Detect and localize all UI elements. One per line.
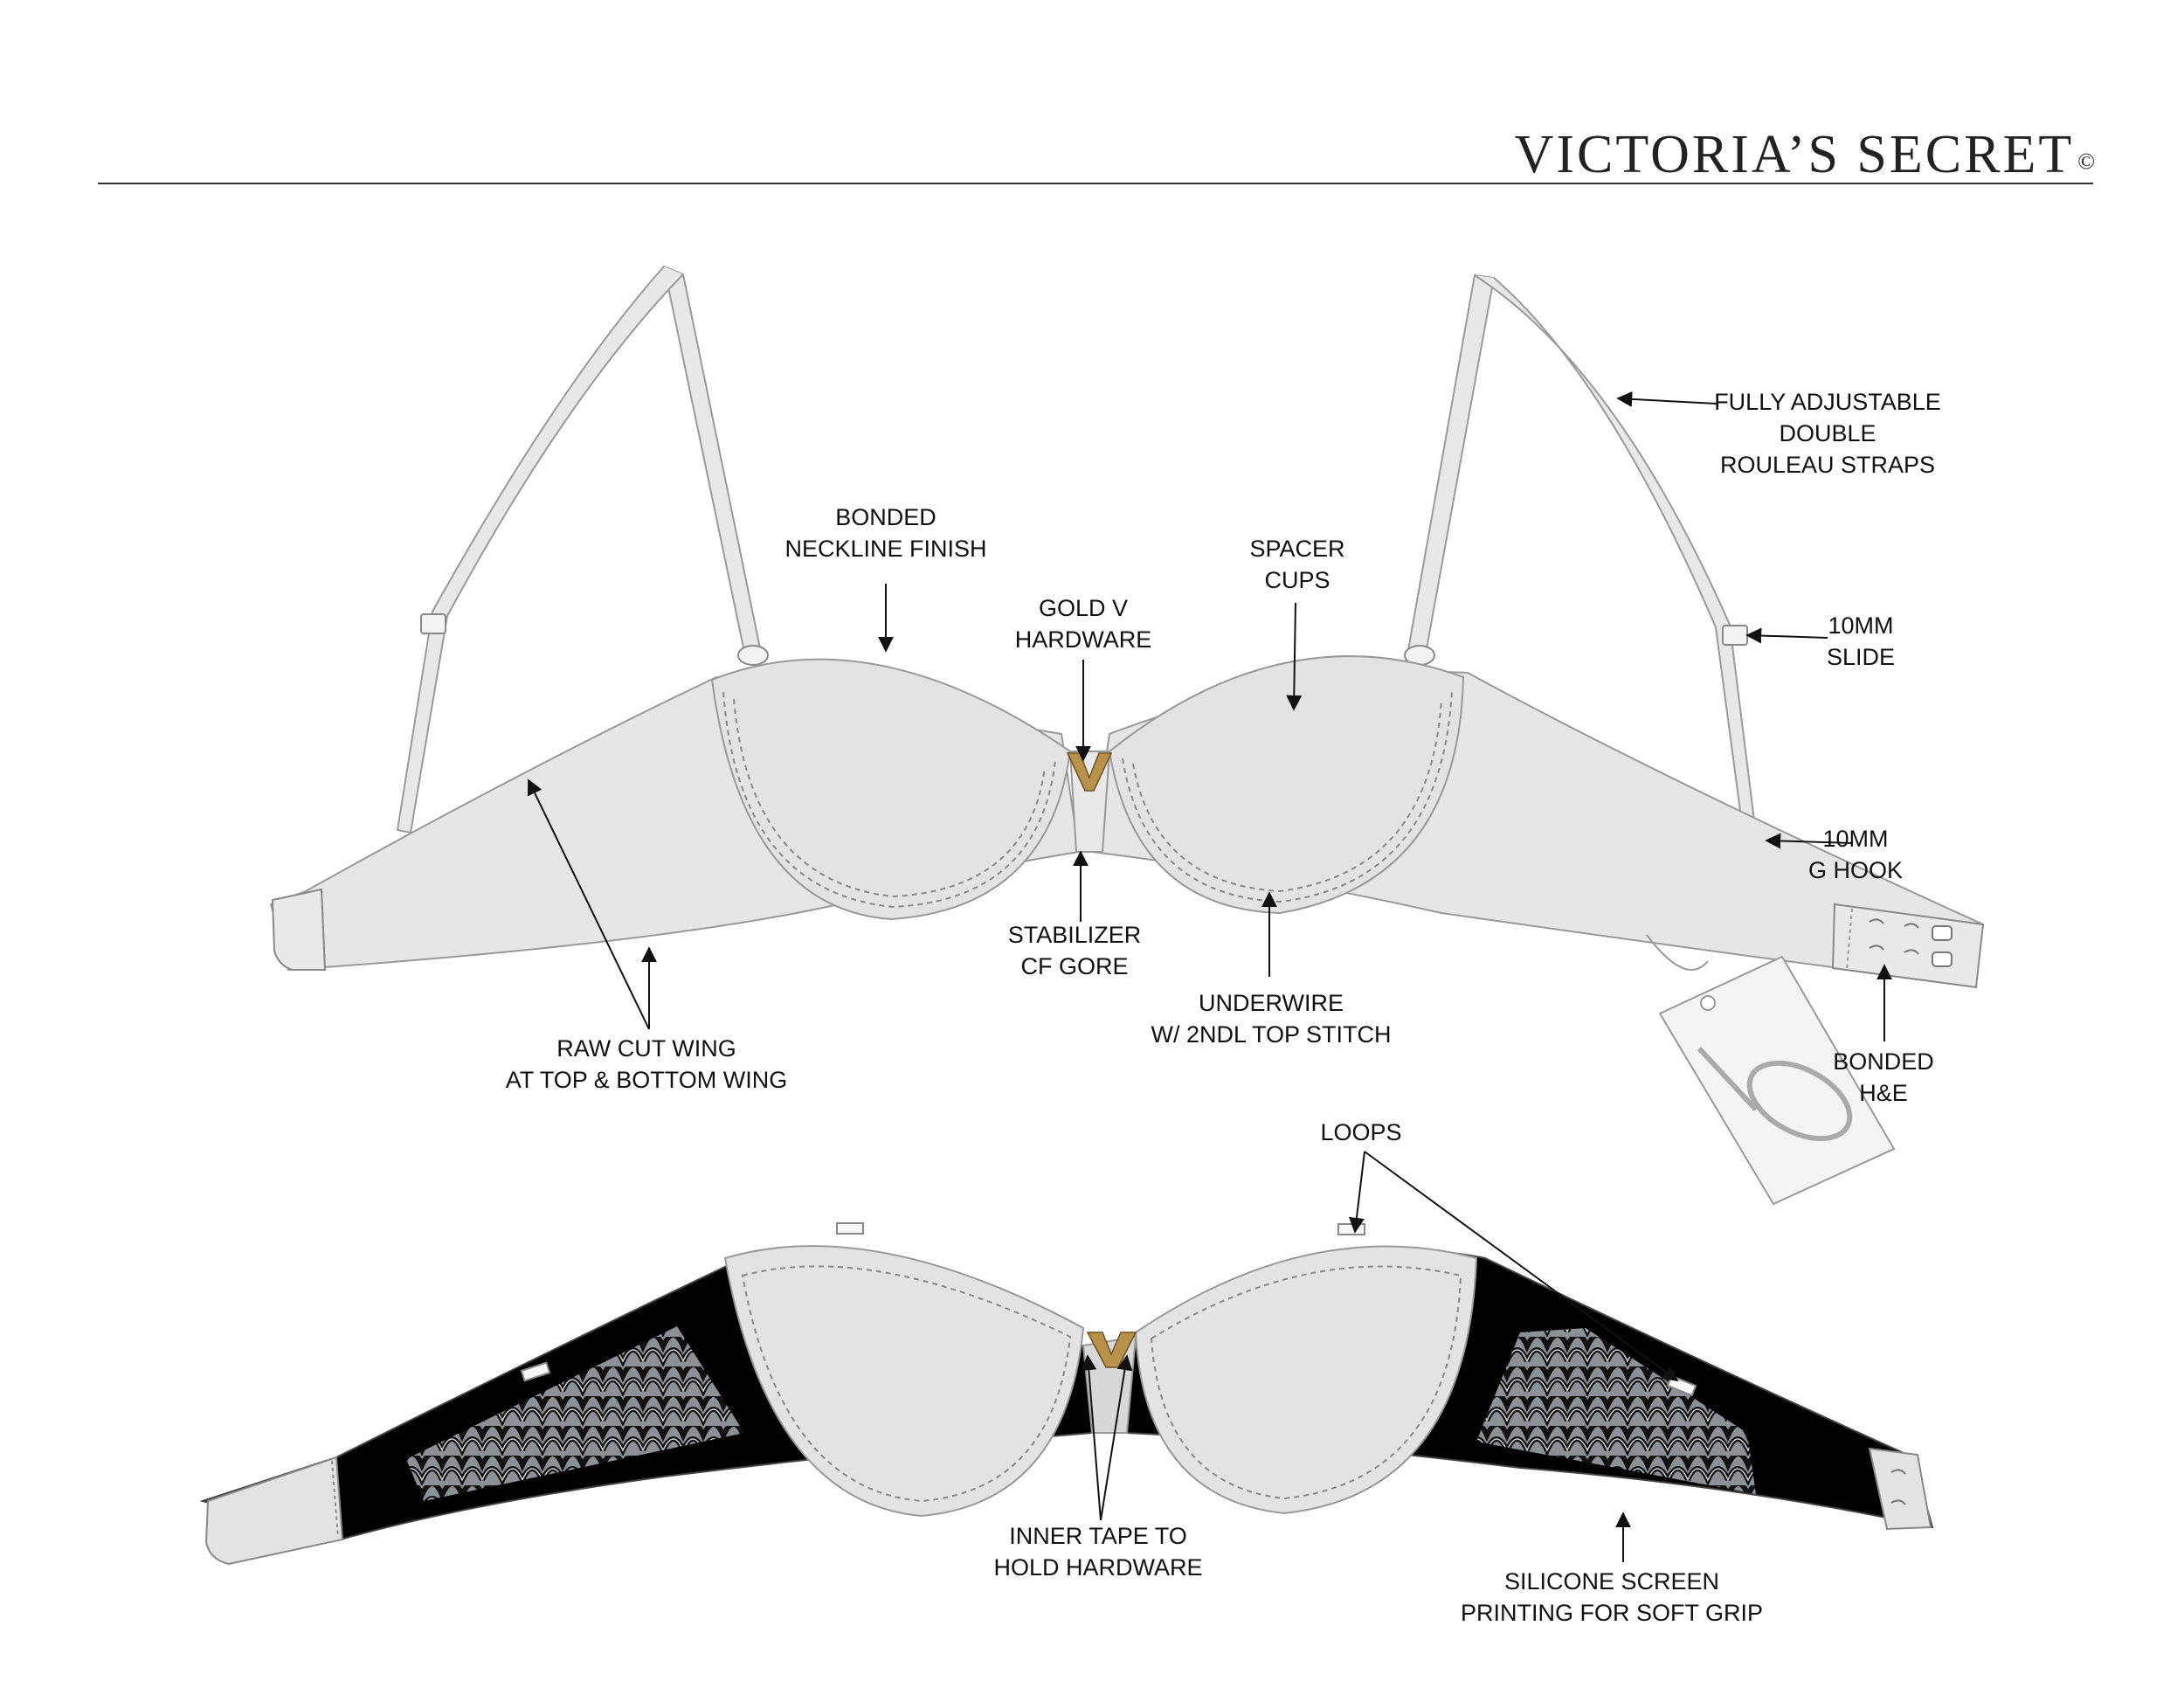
callout-gold-v: GOLD V HARDWARE <box>1014 595 1152 653</box>
left-closure-tab <box>271 888 327 971</box>
callout-inner-tape: INNER TAPE TO HOLD HARDWARE <box>993 1523 1203 1581</box>
front-view <box>269 265 1985 1206</box>
brand-logo: VICTORIA’S SECRET© <box>1515 124 2095 186</box>
back-left-tab <box>204 1456 344 1566</box>
callout-loops: LOOPS <box>1320 1119 1402 1145</box>
loop-left-cup <box>836 1222 864 1235</box>
callout-straps: FULLY ADJUSTABLE DOUBLE ROULEAU STRAPS <box>1714 389 1941 478</box>
callout-slide: 10MM SLIDE <box>1826 612 1896 670</box>
callout-spacer: SPACER CUPS <box>1249 536 1345 593</box>
brand-name: VICTORIA’S SECRET <box>1514 125 2075 184</box>
header-rule <box>98 183 2093 184</box>
left-silicone-panel <box>406 1326 744 1501</box>
loop-left-wing <box>520 1361 551 1382</box>
copyright-mark: © <box>2077 149 2095 174</box>
callout-underwire: UNDERWIRE W/ 2NDL TOP STITCH <box>1151 990 1392 1048</box>
callout-arrows <box>527 391 1892 1562</box>
left-slide <box>420 613 446 634</box>
back-gold-v <box>1086 1332 1137 1368</box>
callout-silicone: SILICONE SCREEN PRINTING FOR SOFT GRIP <box>1460 1568 1764 1626</box>
callout-bonded-he: BONDED H&E <box>1833 1048 1934 1106</box>
back-left-cup <box>723 1245 1085 1518</box>
left-cup <box>710 658 1072 921</box>
back-right-tab <box>1868 1447 1932 1531</box>
back-right-cup <box>1134 1245 1478 1515</box>
right-silicone-panel <box>1476 1328 1756 1494</box>
callout-raw-cut: RAW CUT WING AT TOP & BOTTOM WING <box>505 1035 788 1093</box>
callout-neckline: BONDED NECKLINE FINISH <box>784 504 987 562</box>
callout-stabilizer: STABILIZER CF GORE <box>1007 922 1142 979</box>
right-cup <box>1108 655 1465 915</box>
loop-right-cup <box>1337 1223 1365 1235</box>
callout-ghook: 10MM G HOOK <box>1807 826 1903 883</box>
hang-tag <box>1646 934 1896 1206</box>
hook-and-eye <box>1831 903 1985 989</box>
back-view <box>199 1222 1934 1566</box>
